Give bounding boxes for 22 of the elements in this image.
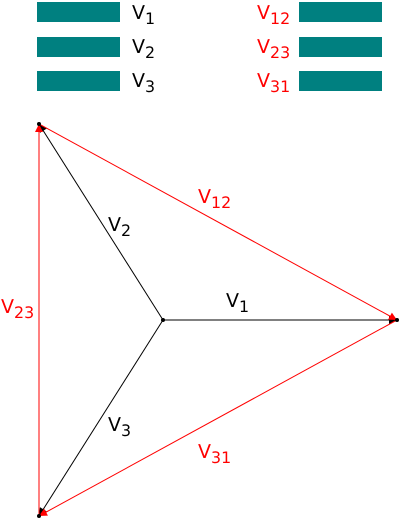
vector-point xyxy=(395,318,399,322)
arrow xyxy=(38,124,164,320)
arrow xyxy=(38,124,398,320)
vector-point xyxy=(37,514,41,518)
legend-label: V$_{3}$ xyxy=(132,70,156,98)
edge-label: V$_{23}$ xyxy=(1,296,34,324)
arrow xyxy=(38,320,398,516)
legend-label: V$_{1}$ xyxy=(132,2,156,30)
arrow xyxy=(35,124,43,516)
vector-point xyxy=(37,122,41,126)
edge-label: V$_{12}$ xyxy=(198,186,232,214)
legend-label: V$_{31}$ xyxy=(257,70,290,98)
arrow xyxy=(162,316,398,324)
vector-point xyxy=(161,318,165,322)
legend-label: V$_{2}$ xyxy=(132,36,156,64)
edge-label: V$_{2}$ xyxy=(108,214,132,242)
legend-label: V$_{23}$ xyxy=(257,36,290,64)
edge-label: V$_{1}$ xyxy=(226,290,250,318)
legend-label: V$_{12}$ xyxy=(257,2,290,30)
arrow xyxy=(38,320,164,516)
edge-label: V$_{3}$ xyxy=(108,414,132,442)
edge-label: V$_{31}$ xyxy=(198,441,232,469)
